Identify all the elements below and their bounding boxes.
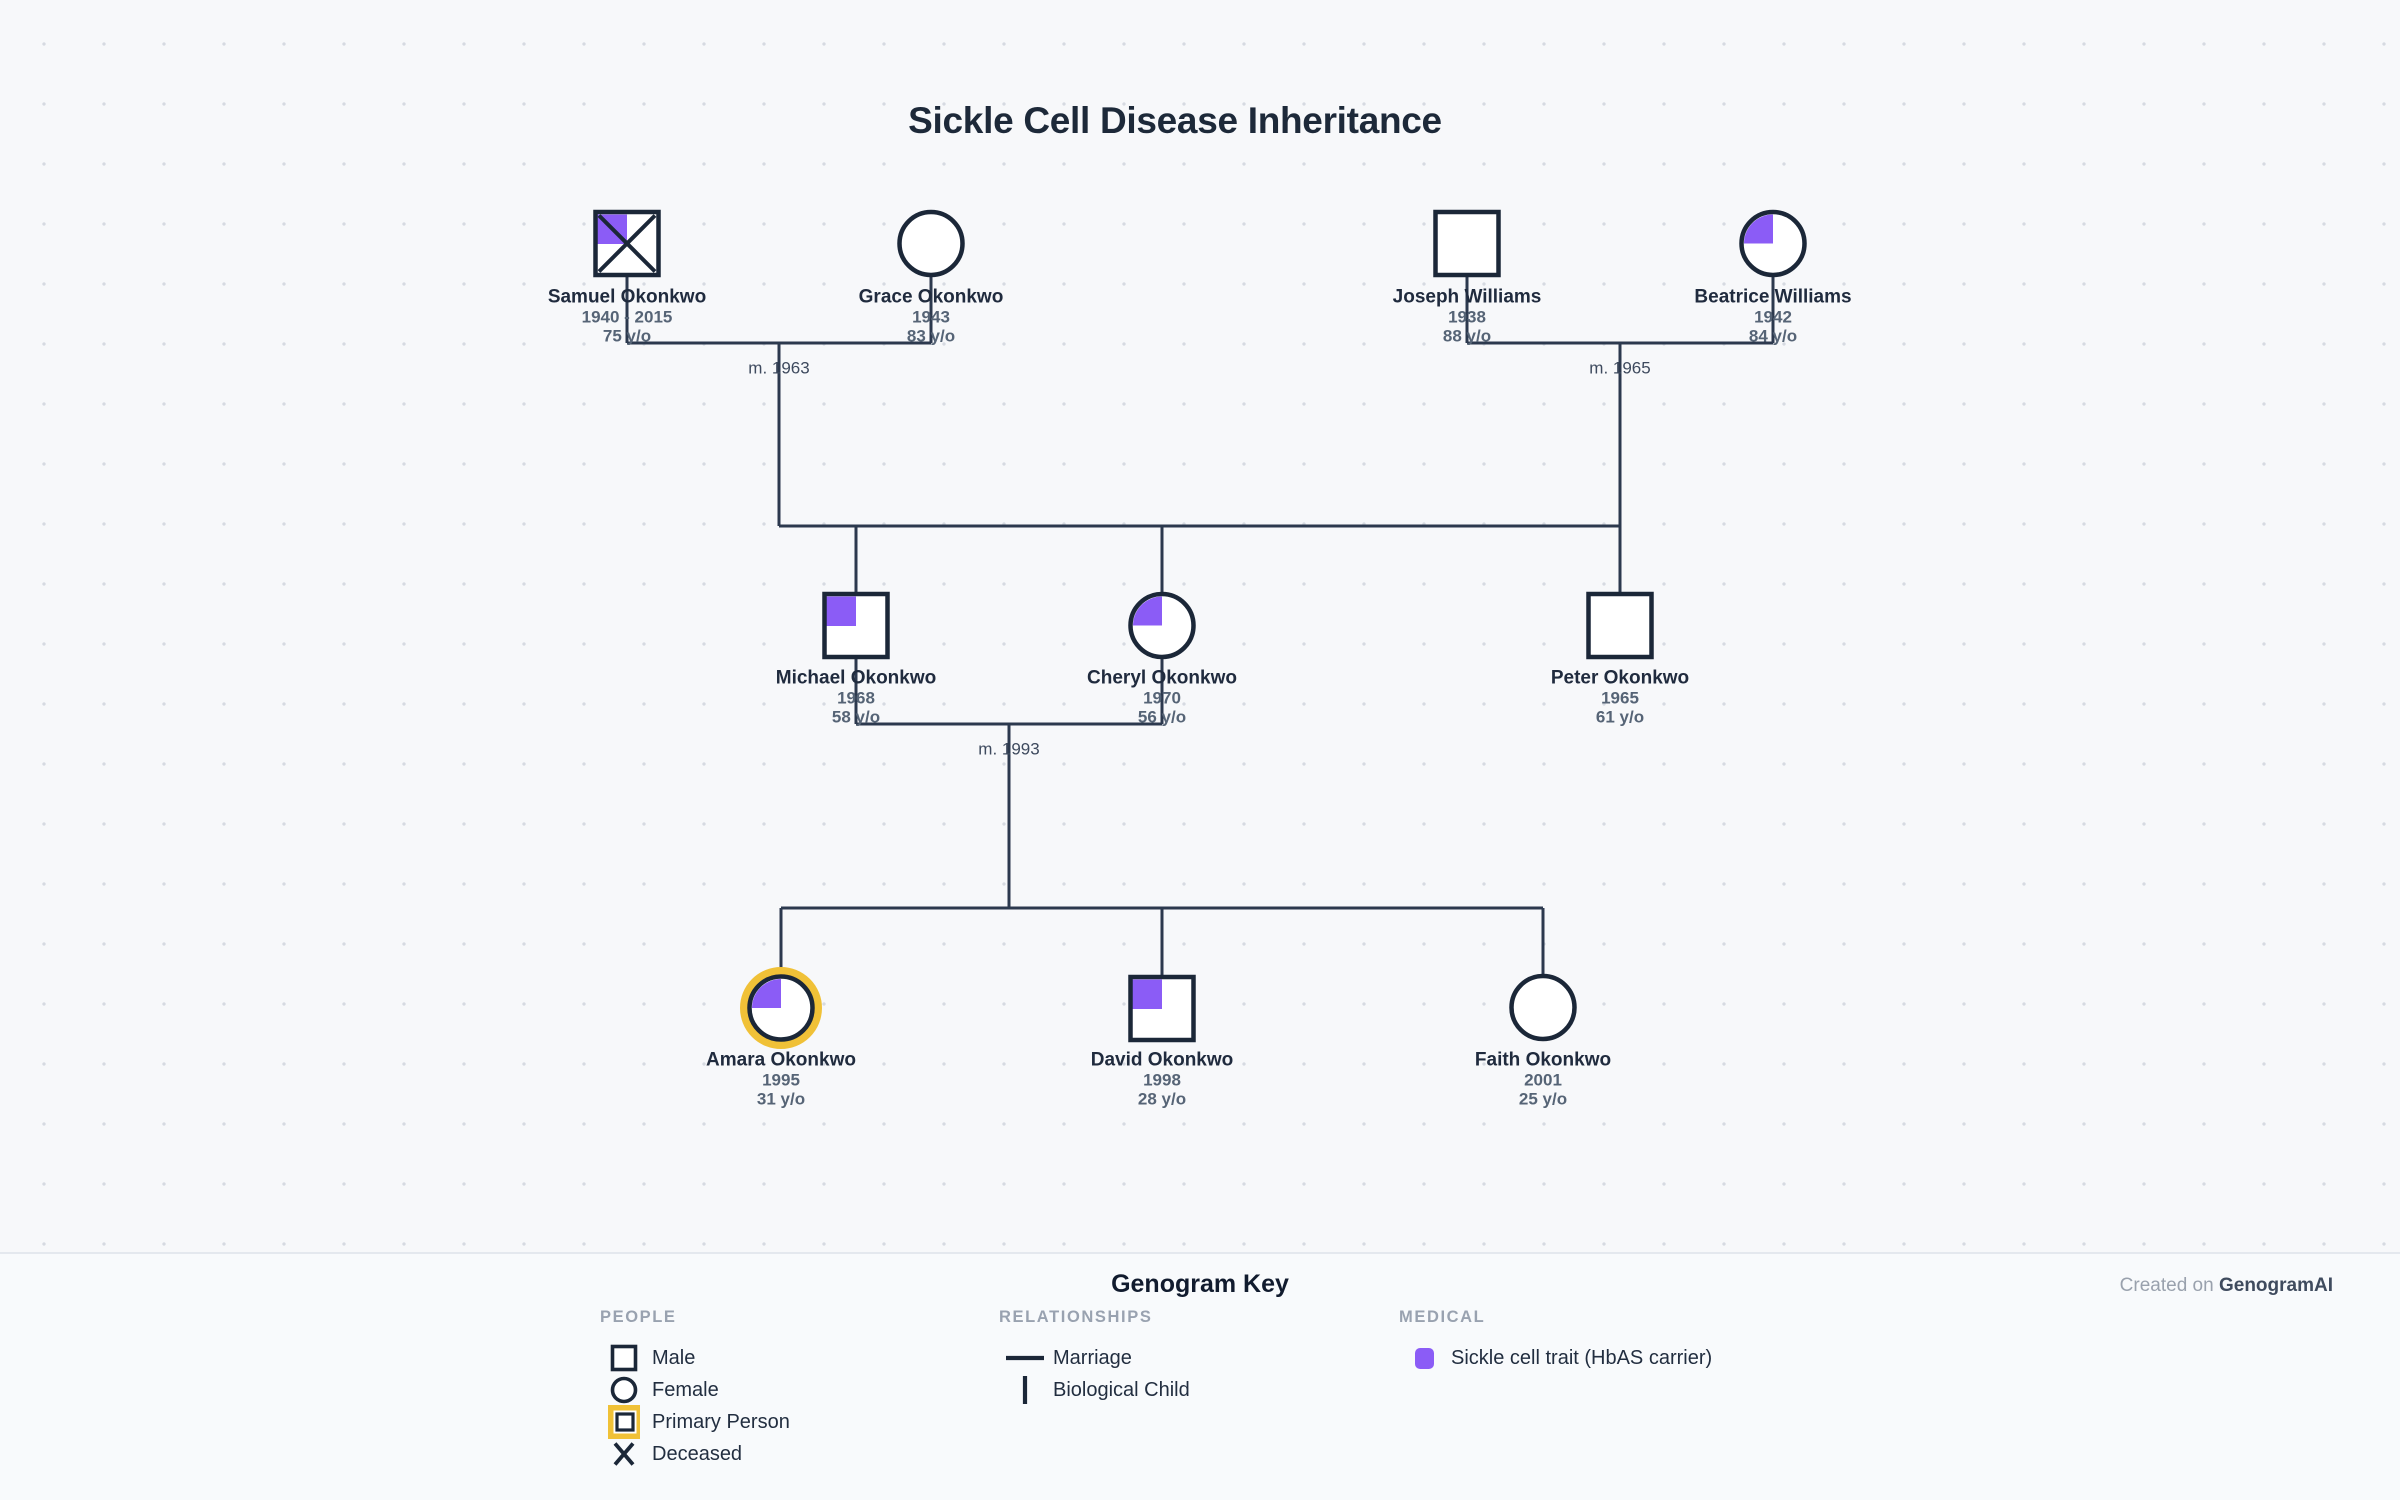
carrier-quadrant (1744, 214, 1773, 244)
svg-text:28 y/o: 28 y/o (1138, 1090, 1186, 1109)
key-section-header: MEDICAL (1399, 1308, 1486, 1326)
svg-text:Faith Okonkwo: Faith Okonkwo (1475, 1050, 1611, 1071)
svg-text:1942: 1942 (1754, 308, 1792, 327)
svg-text:Cheryl Okonkwo: Cheryl Okonkwo (1087, 668, 1237, 689)
legend-label: Male (652, 1346, 696, 1369)
person-node-peter[interactable] (1586, 591, 1654, 660)
legend-label: Primary Person (652, 1410, 790, 1433)
marriage-label: m. 1965 (1589, 359, 1650, 378)
diagram-canvas: Sickle Cell Disease Inheritance (0, 0, 2400, 1252)
person-node-beatrice[interactable] (1739, 209, 1807, 278)
credit-text: Created on GenogramAI (2120, 1275, 2333, 1297)
svg-text:David Okonkwo: David Okonkwo (1091, 1050, 1234, 1071)
person-label-cheryl: Cheryl Okonkwo 1970 56 y/o (1087, 668, 1237, 727)
svg-text:Samuel Okonkwo: Samuel Okonkwo (548, 287, 706, 308)
svg-text:1995: 1995 (762, 1071, 800, 1090)
deceased-x-icon (597, 214, 657, 273)
legend-item-male: Male (600, 1342, 790, 1374)
connector-lines (625, 275, 1775, 977)
key-section-header: PEOPLE (600, 1308, 677, 1326)
svg-text:56 y/o: 56 y/o (1138, 708, 1186, 727)
key-section-header: RELATIONSHIPS (999, 1308, 1153, 1326)
primary-person-ring (740, 967, 822, 1049)
svg-text:2001: 2001 (1524, 1071, 1562, 1090)
page-title: Sickle Cell Disease Inheritance (908, 100, 1442, 141)
svg-text:Amara Okonkwo: Amara Okonkwo (706, 1050, 856, 1071)
svg-text:Joseph Williams: Joseph Williams (1393, 287, 1542, 308)
carrier-quadrant (1133, 596, 1162, 626)
carrier-swatch-icon (1415, 1347, 1434, 1369)
svg-text:1968: 1968 (837, 689, 875, 708)
svg-text:1943: 1943 (912, 308, 950, 327)
svg-text:Grace Okonkwo: Grace Okonkwo (859, 287, 1004, 308)
person-label-samuel: Samuel Okonkwo 1940 - 2015 75 y/o (548, 287, 706, 346)
legend-label: Biological Child (1053, 1378, 1190, 1401)
marriage-label: m. 1963 (748, 359, 809, 378)
person-label-faith: Faith Okonkwo 2001 25 y/o (1475, 1050, 1611, 1109)
marriage-line-icon (1005, 1353, 1045, 1363)
genogram-key-panel: Genogram Key Created on GenogramAI PEOPL… (0, 1252, 2400, 1500)
legend-item-sickle-cell-trait: Sickle cell trait (HbAS carrier) (1399, 1342, 1712, 1374)
svg-text:61 y/o: 61 y/o (1596, 708, 1644, 727)
svg-text:1970: 1970 (1143, 689, 1181, 708)
person-label-peter: Peter Okonkwo 1965 61 y/o (1551, 668, 1689, 727)
carrier-quadrant (826, 596, 856, 626)
svg-text:88 y/o: 88 y/o (1443, 327, 1491, 346)
svg-text:31 y/o: 31 y/o (757, 1090, 805, 1109)
primary-person-icon (608, 1405, 640, 1439)
svg-text:75 y/o: 75 y/o (603, 327, 651, 346)
svg-text:1938: 1938 (1448, 308, 1486, 327)
svg-text:Michael Okonkwo: Michael Okonkwo (776, 668, 936, 689)
key-section-people: PEOPLE Male Female (600, 1308, 790, 1470)
person-label-joseph: Joseph Williams 1938 88 y/o (1393, 287, 1542, 346)
carrier-quadrant (752, 979, 781, 1008)
carrier-quadrant (1132, 979, 1162, 1009)
person-node-amara[interactable] (740, 967, 822, 1049)
svg-text:25 y/o: 25 y/o (1519, 1090, 1567, 1109)
svg-text:84 y/o: 84 y/o (1749, 327, 1797, 346)
person-node-faith[interactable] (1509, 973, 1577, 1042)
legend-item-deceased: Deceased (600, 1438, 790, 1470)
svg-text:Peter Okonkwo: Peter Okonkwo (1551, 668, 1689, 689)
person-node-joseph[interactable] (1433, 209, 1501, 278)
legend-label: Female (652, 1378, 719, 1401)
biological-child-line-icon (1005, 1374, 1045, 1406)
marriage-label: m. 1993 (978, 740, 1039, 759)
key-section-relationships: RELATIONSHIPS Marriage Biological Child (999, 1308, 1190, 1406)
person-node-grace[interactable] (897, 209, 965, 278)
svg-text:1998: 1998 (1143, 1071, 1181, 1090)
genogram-svg: m. 1963 m. 1965 m. 1993 Samuel Okonkwo 1… (548, 209, 1852, 1109)
person-label-amara: Amara Okonkwo 1995 31 y/o (706, 1050, 856, 1109)
legend-item-biological-child: Biological Child (999, 1374, 1190, 1406)
person-node-michael[interactable] (822, 591, 890, 660)
person-label-beatrice: Beatrice Williams 1942 84 y/o (1694, 287, 1851, 346)
person-label-grace: Grace Okonkwo 1943 83 y/o (859, 287, 1004, 346)
legend-label: Sickle cell trait (HbAS carrier) (1451, 1346, 1713, 1369)
svg-text:Beatrice Williams: Beatrice Williams (1694, 287, 1851, 308)
legend-item-primary-person: Primary Person (600, 1405, 790, 1439)
svg-text:1940 - 2015: 1940 - 2015 (582, 308, 673, 327)
legend-item-female: Female (600, 1374, 790, 1406)
svg-text:58 y/o: 58 y/o (832, 708, 880, 727)
svg-text:83 y/o: 83 y/o (907, 327, 955, 346)
person-node-david[interactable] (1128, 974, 1196, 1043)
male-square-icon (608, 1343, 640, 1373)
person-label-david: David Okonkwo 1998 28 y/o (1091, 1050, 1234, 1109)
legend-label: Marriage (1053, 1346, 1132, 1369)
female-circle-icon (608, 1375, 640, 1405)
person-node-samuel[interactable] (593, 209, 661, 278)
svg-text:1965: 1965 (1601, 689, 1639, 708)
key-title: Genogram Key (1111, 1270, 1289, 1298)
person-label-michael: Michael Okonkwo 1968 58 y/o (776, 668, 936, 727)
key-section-medical: MEDICAL Sickle cell trait (HbAS carrier) (1399, 1308, 1712, 1374)
legend-item-marriage: Marriage (999, 1342, 1190, 1374)
legend-label: Deceased (652, 1442, 743, 1465)
person-node-cheryl[interactable] (1128, 591, 1196, 660)
deceased-x-icon (608, 1439, 640, 1469)
credit-brand: GenogramAI (2218, 1275, 2333, 1296)
credit-prefix: Created on (2119, 1275, 2214, 1296)
